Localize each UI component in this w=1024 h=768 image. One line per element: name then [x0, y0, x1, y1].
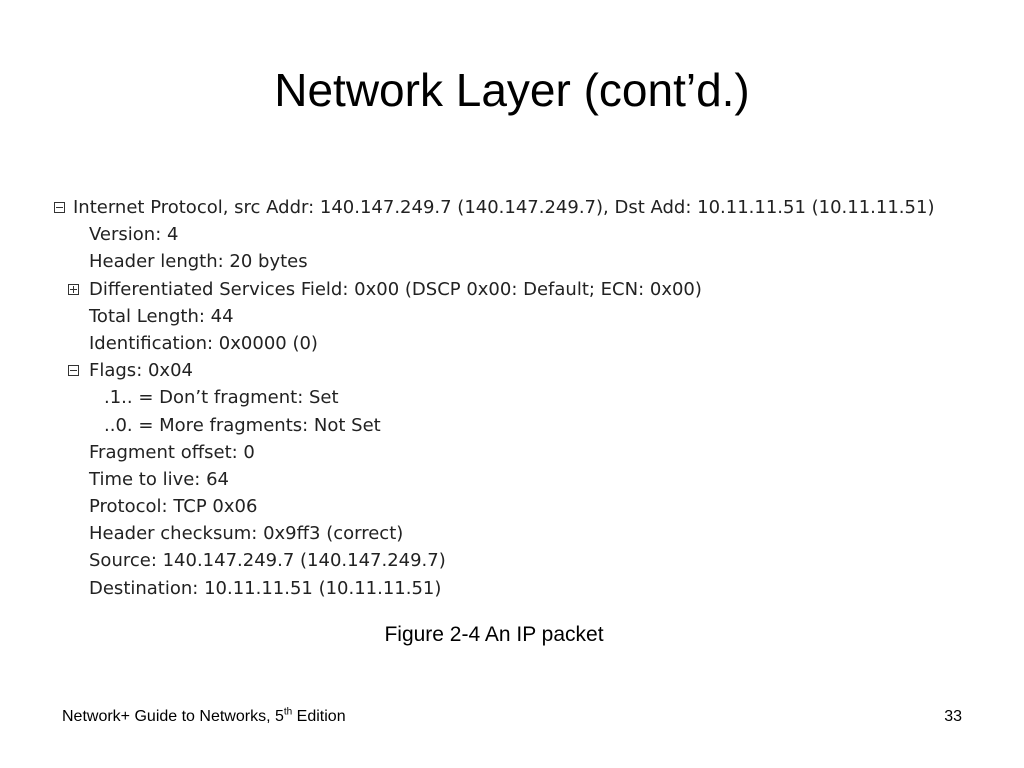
tree-row-time-to-live: Time to live: 64 [52, 466, 992, 493]
tree-row-identification: Identification: 0x0000 (0) [52, 330, 992, 357]
footer-book-suffix: Edition [292, 708, 346, 725]
tree-row-label: Destination: 10.11.11.51 (10.11.11.51) [89, 577, 442, 599]
tree-row-protocol: Protocol: TCP 0x06 [52, 493, 992, 520]
tree-row-label: Time to live: 64 [89, 468, 229, 490]
tree-row-label: Total Length: 44 [89, 305, 234, 327]
tree-row-header-length: Header length: 20 bytes [52, 248, 992, 275]
tree-row-label: Flags: 0x04 [89, 360, 193, 382]
page-number: 33 [944, 708, 962, 725]
footer-book-prefix: Network+ Guide to Networks, 5 [62, 708, 284, 725]
tree-row-label: .1.. = Don’t fragment: Set [104, 387, 339, 409]
tree-row-label: Version: 4 [89, 224, 179, 246]
tree-row-total-length: Total Length: 44 [52, 303, 992, 330]
collapse-icon[interactable] [54, 202, 65, 213]
tree-row-fragment-offset: Fragment offset: 0 [52, 439, 992, 466]
tree-row-differentiated-services: Differentiated Services Field: 0x00 (DSC… [52, 276, 992, 303]
tree-row-label: Identification: 0x0000 (0) [89, 332, 318, 354]
tree-row-flags: Flags: 0x04 [52, 357, 992, 384]
expand-icon[interactable] [68, 283, 79, 295]
tree-row-source: Source: 140.147.249.7 (140.147.249.7) [52, 547, 992, 574]
tree-row-more-fragments: ..0. = More fragments: Not Set [52, 412, 992, 439]
footer-book-title: Network+ Guide to Networks, 5th Edition [62, 707, 346, 727]
tree-row-dont-fragment: .1.. = Don’t fragment: Set [52, 384, 992, 411]
tree-row-version: Version: 4 [52, 221, 992, 248]
packet-tree: Internet Protocol, src Addr: 140.147.249… [52, 194, 992, 602]
tree-row-label: Source: 140.147.249.7 (140.147.249.7) [89, 550, 446, 572]
tree-row-header-checksum: Header checksum: 0x9ff3 (correct) [52, 520, 992, 547]
tree-row-label: ..0. = More fragments: Not Set [104, 414, 381, 436]
slide-title: Network Layer (cont’d.) [274, 64, 750, 116]
figure-caption: Figure 2-4 An IP packet [384, 623, 604, 646]
tree-row-label: Protocol: TCP 0x06 [89, 496, 258, 518]
tree-row-label: Differentiated Services Field: 0x00 (DSC… [89, 278, 702, 300]
tree-row-internet-protocol: Internet Protocol, src Addr: 140.147.249… [52, 194, 992, 221]
tree-row-label: Fragment offset: 0 [89, 441, 255, 463]
collapse-icon[interactable] [68, 365, 79, 377]
tree-row-label: Internet Protocol, src Addr: 140.147.249… [73, 197, 935, 218]
tree-row-label: Header checksum: 0x9ff3 (correct) [89, 523, 404, 545]
footer-book-superscript: th [283, 706, 293, 718]
tree-row-destination: Destination: 10.11.11.51 (10.11.11.51) [52, 575, 992, 602]
tree-row-label: Header length: 20 bytes [89, 251, 308, 273]
